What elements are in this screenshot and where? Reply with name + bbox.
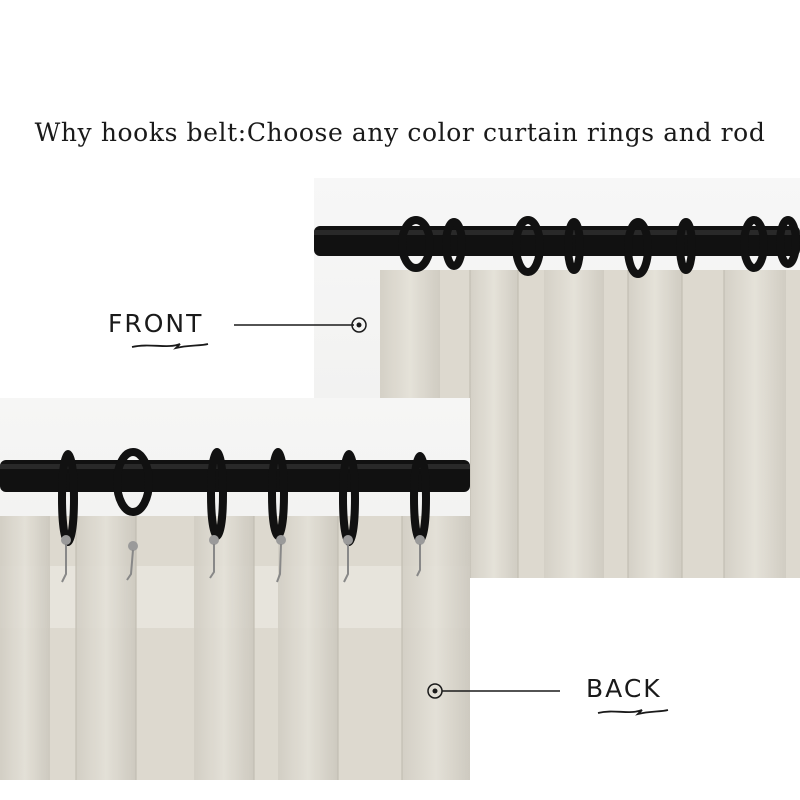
back-leader-line-icon	[427, 683, 560, 699]
front-label: FRONT	[108, 309, 204, 338]
front-leader-line-icon	[234, 317, 367, 333]
curtain-back-photo	[0, 398, 470, 780]
front-squiggle-icon	[131, 343, 209, 350]
back-squiggle-icon	[597, 709, 669, 716]
headline: Why hooks belt:Choose any color curtain …	[34, 118, 766, 147]
back-label: BACK	[586, 674, 662, 703]
curtain-front-photo	[314, 178, 800, 578]
